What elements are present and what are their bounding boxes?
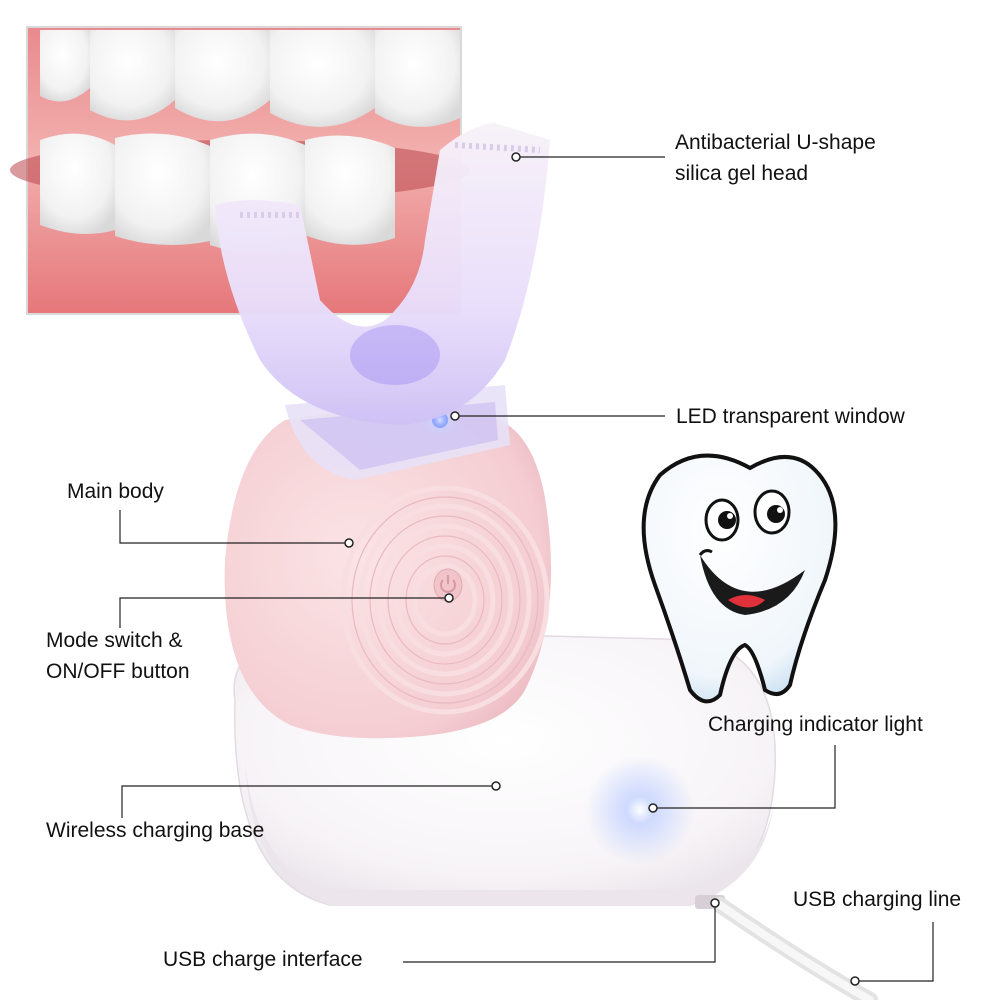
callout-mode-line2: ON/OFF button — [46, 660, 190, 683]
callout-head-line1: Antibacterial U-shape — [675, 131, 876, 154]
callout-lines — [119, 156, 934, 982]
teeth-photo — [10, 26, 470, 315]
callout-head: Antibacterial U-shape silica gel head — [675, 127, 876, 189]
callout-usb-interface: USB charge interface — [163, 948, 363, 971]
u-shape-head — [215, 123, 550, 425]
callout-mode-button: Mode switch & ON/OFF button — [46, 625, 190, 687]
main-body — [224, 410, 552, 739]
callout-head-line2: silica gel head — [675, 162, 809, 185]
callout-charging-light: Charging indicator light — [708, 713, 923, 736]
callout-led-window: LED transparent window — [676, 405, 905, 428]
callout-mode-line1: Mode switch & — [46, 629, 183, 652]
callout-usb-line: USB charging line — [793, 888, 962, 911]
callout-charging-base: Wireless charging base — [46, 819, 265, 842]
callout-dots — [344, 152, 860, 986]
cartoon-tooth — [641, 453, 838, 704]
callout-main-body: Main body — [67, 480, 164, 503]
